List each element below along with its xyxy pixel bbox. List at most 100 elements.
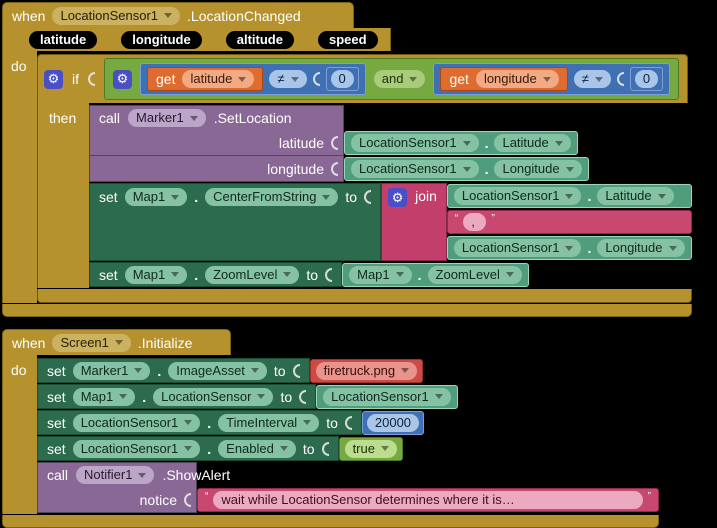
arg-label: latitude: [278, 134, 324, 151]
param-latitude[interactable]: latitude: [29, 30, 98, 49]
operator-dropdown[interactable]: ≠: [573, 70, 611, 88]
map-dropdown[interactable]: Map1: [124, 265, 188, 284]
locationsensor-dropdown[interactable]: LocationSensor1: [72, 413, 201, 432]
event1-do-row: do ⚙ if ⚙ get: [2, 51, 692, 303]
asset-dropdown[interactable]: firetruck.png: [315, 361, 418, 380]
property-dropdown[interactable]: Longitude: [597, 239, 685, 257]
mutator-gear-icon[interactable]: ⚙: [44, 69, 63, 89]
and-mutator-gear-icon[interactable]: ⚙: [113, 69, 132, 89]
join-arg-longitude-getter[interactable]: LocationSensor1 . Longitude: [446, 236, 692, 260]
map-dropdown[interactable]: Map1: [124, 188, 188, 206]
param-altitude[interactable]: altitude: [225, 30, 294, 49]
dropdown-arrow-icon: [565, 166, 574, 172]
notifier-dropdown[interactable]: Notifier1: [76, 466, 155, 484]
operator-dropdown[interactable]: ≠: [269, 70, 307, 88]
dot-separator: .: [587, 240, 592, 256]
method-name: .ShowAlert: [162, 467, 231, 483]
property-dropdown[interactable]: Latitude: [494, 134, 571, 152]
number-block[interactable]: 20000: [361, 410, 425, 435]
param-speed[interactable]: speed: [317, 30, 378, 49]
comma-text-block[interactable]: “ , ”: [446, 210, 692, 234]
to-label: to: [345, 189, 358, 205]
map-zoomlevel-getter[interactable]: Map1 . ZoomLevel: [342, 262, 529, 287]
property-dropdown[interactable]: Longitude: [494, 160, 582, 178]
showalert-header: call Notifier1 .ShowAlert: [37, 462, 230, 487]
locationsensor1-component-block[interactable]: LocationSensor1: [316, 384, 458, 409]
not-equal-block-left[interactable]: get latitude ≠: [140, 63, 366, 95]
setlocation-arg-longitude: longitude LocationSensor1 .: [89, 156, 589, 182]
and-dropdown[interactable]: and: [373, 70, 426, 88]
dropdown-arrow-icon: [290, 76, 299, 82]
param-longitude[interactable]: longitude: [121, 30, 202, 49]
number-input[interactable]: 20000: [366, 413, 420, 432]
boolean-dropdown[interactable]: true: [344, 439, 397, 458]
property-dropdown[interactable]: Enabled: [218, 439, 296, 458]
socket-icon: [331, 161, 338, 176]
event2-component-dropdown[interactable]: Screen1: [52, 333, 131, 352]
join-mutator-gear-icon[interactable]: ⚙: [388, 188, 408, 207]
set-imageasset-block[interactable]: set Marker1 . ImageAsset to: [37, 358, 424, 383]
event1-header[interactable]: when LocationSensor1 .LocationChanged: [2, 2, 354, 28]
event1-component-dropdown[interactable]: LocationSensor1: [52, 6, 181, 25]
property-dropdown[interactable]: ZoomLevel: [427, 265, 522, 284]
and-block[interactable]: ⚙ get latitude ≠: [104, 58, 680, 100]
when-locationchanged-block[interactable]: when LocationSensor1 .LocationChanged la…: [2, 2, 692, 317]
component-dropdown[interactable]: LocationSensor1: [453, 187, 582, 205]
dropdown-arrow-icon: [565, 193, 574, 199]
true-block[interactable]: true: [338, 436, 403, 461]
dot-separator: .: [207, 440, 212, 457]
join-block[interactable]: ⚙ join LocationSensor1: [381, 183, 692, 261]
set-centerfromstring-block[interactable]: set Map1 . CenterFromString: [89, 183, 692, 261]
dropdown-arrow-icon: [134, 368, 143, 373]
component-dropdown[interactable]: LocationSensor1: [453, 239, 582, 257]
dropdown-arrow-icon: [462, 140, 471, 146]
dropdown-arrow-icon: [238, 76, 247, 82]
number-input[interactable]: 0: [634, 70, 659, 88]
marker-dropdown[interactable]: Marker1: [128, 109, 206, 127]
method-name: .SetLocation: [213, 110, 292, 126]
property-dropdown[interactable]: LocationSensor: [153, 387, 274, 406]
get-longitude-dropdown[interactable]: longitude: [475, 70, 559, 88]
close-quote-icon: ”: [491, 213, 495, 224]
event2-header[interactable]: when Screen1 .Initialize: [2, 329, 231, 355]
get-latitude-block[interactable]: get latitude: [147, 67, 264, 91]
set-zoomlevel-block[interactable]: set Map1 . ZoomLevel: [89, 262, 529, 287]
call-showalert-block[interactable]: call Notifier1 .ShowAlert notice: [37, 462, 659, 513]
locationsensor-dropdown[interactable]: LocationSensor1: [72, 439, 201, 458]
when-initialize-block[interactable]: when Screen1 .Initialize do set Marker1: [2, 329, 659, 528]
set-locationsensor-block[interactable]: set Map1 . LocationSensor to: [37, 384, 458, 409]
dropdown-arrow-icon: [164, 13, 173, 18]
then-row: then call Marker1: [37, 103, 692, 288]
set-enabled-block[interactable]: set LocationSensor1 . Enabled to: [37, 436, 403, 461]
not-equal-block-right[interactable]: get longitude ≠: [433, 63, 671, 95]
firetruck-asset-block[interactable]: firetruck.png: [309, 358, 424, 383]
text-input[interactable]: wait while LocationSensor determines whe…: [213, 491, 643, 509]
component-dropdown[interactable]: LocationSensor1: [323, 387, 451, 406]
dropdown-arrow-icon: [554, 140, 563, 146]
number-input[interactable]: 0: [330, 70, 354, 88]
component-dropdown[interactable]: LocationSensor1: [351, 134, 479, 152]
component-dropdown[interactable]: Map1: [349, 265, 412, 284]
number-block[interactable]: 0: [629, 67, 664, 91]
get-longitude-block[interactable]: get longitude: [440, 67, 568, 91]
locationsensor-latitude-getter[interactable]: LocationSensor1 . Latitude: [344, 131, 578, 155]
component-dropdown[interactable]: LocationSensor1: [351, 160, 479, 178]
if-block[interactable]: ⚙ if ⚙ get latitude: [37, 54, 692, 303]
map-dropdown[interactable]: Map1: [72, 387, 136, 406]
property-dropdown[interactable]: ImageAsset: [168, 361, 267, 380]
join-arg-latitude-getter[interactable]: LocationSensor1 . Latitude: [446, 184, 692, 208]
dropdown-arrow-icon: [657, 193, 666, 199]
property-dropdown[interactable]: Latitude: [597, 187, 674, 205]
property-dropdown[interactable]: TimeInterval: [218, 413, 320, 432]
get-latitude-dropdown[interactable]: latitude: [182, 70, 255, 88]
marker-dropdown[interactable]: Marker1: [72, 361, 151, 380]
dot-separator: .: [157, 362, 162, 379]
property-dropdown[interactable]: ZoomLevel: [205, 265, 300, 284]
notice-text-block[interactable]: “ wait while LocationSensor determines w…: [197, 488, 659, 512]
property-dropdown[interactable]: CenterFromString: [205, 188, 339, 206]
locationsensor-longitude-getter[interactable]: LocationSensor1 . Longitude: [344, 157, 589, 181]
number-block[interactable]: 0: [325, 67, 359, 91]
set-timeinterval-block[interactable]: set LocationSensor1 . TimeInterval to: [37, 410, 425, 435]
call-setlocation-block[interactable]: call Marker1 .SetLocation lati: [89, 105, 589, 182]
text-input[interactable]: ,: [463, 213, 487, 231]
